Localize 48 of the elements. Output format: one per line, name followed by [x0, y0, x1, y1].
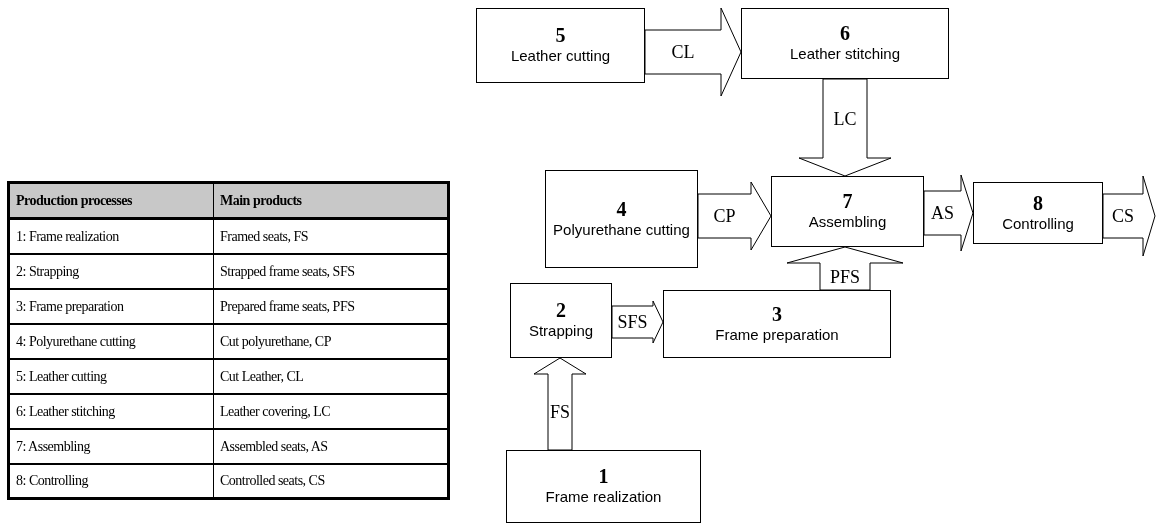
edge-label: PFS — [830, 267, 860, 286]
step-name: Assembling — [808, 213, 887, 232]
step-number: 4 — [616, 198, 627, 219]
process-box — [545, 170, 698, 268]
edge-label: CS — [1112, 207, 1134, 225]
step-name: Controlling — [1002, 214, 1074, 234]
block-arrow — [697, 181, 772, 251]
step-name: Leather cutting — [510, 47, 611, 66]
block-arrow — [786, 246, 904, 291]
block-arrow — [798, 78, 892, 177]
step-number: 2 — [556, 300, 566, 321]
edge-label: CL — [671, 43, 695, 61]
process-box — [506, 450, 701, 523]
step-number: 3 — [772, 303, 782, 324]
process-box — [476, 8, 645, 83]
step-name: Frame preparation — [715, 325, 839, 345]
block-arrow — [923, 174, 974, 252]
step-number: 7 — [842, 191, 853, 212]
step-number: 1 — [598, 466, 609, 487]
process-box — [973, 182, 1103, 244]
process-box — [771, 176, 924, 247]
process-box — [510, 283, 612, 358]
step-name: Leather stitching — [789, 45, 901, 64]
edge-label: CP — [713, 207, 736, 225]
step-number: 8 — [1033, 192, 1043, 213]
block-arrow — [1102, 175, 1156, 257]
block-arrow — [644, 7, 742, 97]
block-arrow — [611, 300, 664, 344]
step-name: Frame realization — [545, 488, 662, 507]
table-cell: 4: Polyurethane cutting — [8, 323, 214, 359]
column-header: Production processes — [8, 182, 214, 219]
table-cell: 5: Leather cutting — [8, 358, 214, 394]
edge-label: FS — [550, 403, 570, 421]
block-arrow — [533, 357, 587, 451]
edge-label: AS — [931, 204, 954, 222]
step-name: Strapping — [528, 322, 594, 341]
edge-label: LC — [833, 109, 857, 128]
process-box — [741, 8, 949, 79]
process-box — [663, 290, 891, 358]
table-cell: 6: Leather stitching — [8, 393, 214, 429]
step-name: Polyurethane cutting — [553, 220, 690, 240]
edge-label: SFS — [617, 313, 648, 331]
table-cell: 1: Frame realization — [8, 218, 214, 254]
step-number: 5 — [555, 25, 566, 46]
table-cell: 7: Assembling — [8, 428, 214, 464]
table-cell: 3: Frame preparation — [8, 288, 214, 324]
step-number: 6 — [840, 23, 850, 44]
table-cell: 2: Strapping — [8, 253, 214, 289]
